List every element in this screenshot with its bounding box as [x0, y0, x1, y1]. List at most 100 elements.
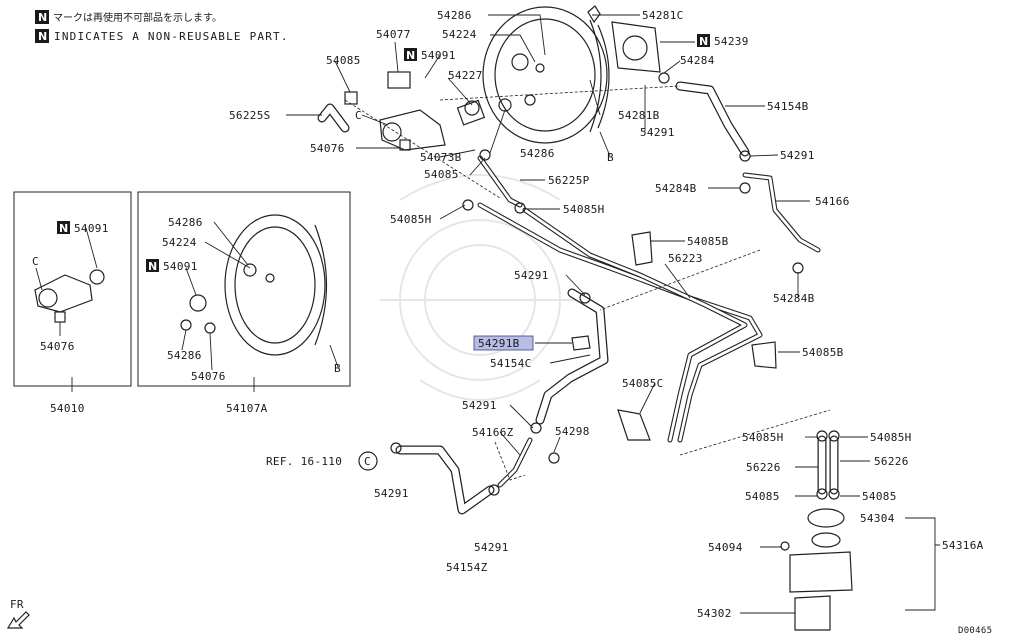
svg-text:INDICATES A NON-REUSABLE PART.: INDICATES A NON-REUSABLE PART. — [54, 30, 289, 43]
label-54291-b: 54291 — [780, 149, 815, 162]
label-54286-top: 54286 — [437, 9, 472, 22]
pipe-54166 — [742, 172, 821, 253]
master-cylinder-top — [344, 71, 486, 151]
box-54010 — [13, 191, 132, 387]
label-54291b: 54291B — [478, 337, 520, 350]
label-54073b: 54073B — [420, 151, 462, 164]
pipe-56223 — [477, 202, 763, 443]
check-valve-54281c — [587, 5, 601, 24]
label-code: D00465 — [958, 626, 992, 636]
highlight-54291b — [473, 335, 534, 351]
hose-54154z — [395, 445, 495, 515]
label-56226-b: 56226 — [874, 455, 909, 468]
label-54286-box2: 54286 — [167, 349, 202, 362]
label-b-top: B — [607, 151, 614, 164]
dashed-guides — [344, 85, 831, 481]
label-fr: FR — [10, 598, 24, 611]
hose-54154c — [535, 288, 609, 425]
label-54239: 54239 — [714, 35, 749, 48]
label-54291-e: 54291 — [374, 487, 409, 500]
label-54291-d: 54291 — [462, 399, 497, 412]
ref-circle — [358, 451, 378, 471]
label-54076-left: 54076 — [40, 340, 75, 353]
label-54085-c: 54085 — [745, 490, 780, 503]
label-54085-d: 54085 — [862, 490, 897, 503]
hoses-56226 — [817, 435, 839, 495]
fr-arrow-icon — [6, 611, 30, 629]
reservoir-54316a — [789, 508, 853, 631]
label-54076-box: 54076 — [191, 370, 226, 383]
label-54091-box: 54091 — [163, 260, 198, 273]
clamps — [390, 72, 840, 551]
label-54291-f: 54291 — [474, 541, 509, 554]
note-jp: N マークは再使用不可部品を示します。 — [35, 10, 222, 24]
label-54284-top: 54284 — [680, 54, 715, 67]
label-54085h-c: 54085H — [742, 431, 784, 444]
label-54085-b: 54085 — [424, 168, 459, 181]
bracket-54085b-lower — [751, 341, 777, 369]
label-54077: 54077 — [376, 28, 411, 41]
label-54085c: 54085C — [622, 377, 664, 390]
label-c-ref: C — [364, 455, 371, 468]
svg-text:N: N — [38, 30, 47, 43]
label-54085b-b: 54085B — [802, 346, 844, 359]
label-54085-a: 54085 — [326, 54, 361, 67]
label-54291-a: 54291 — [640, 126, 675, 139]
label-54076-top: 54076 — [310, 142, 345, 155]
label-54281b: 54281B — [618, 109, 660, 122]
label-54302: 54302 — [697, 607, 732, 620]
label-c-left: C — [32, 255, 39, 268]
label-ref: REF. 16-110 — [266, 455, 342, 468]
note-en: N INDICATES A NON-REUSABLE PART. — [35, 29, 289, 43]
label-54284b-a: 54284B — [655, 182, 697, 195]
label-56225p: 56225P — [548, 174, 590, 187]
label-56223: 56223 — [668, 252, 703, 265]
label-54085h-d: 54085H — [870, 431, 912, 444]
leader-lines — [35, 14, 940, 614]
label-56225s: 56225S — [229, 109, 271, 122]
hose-54154b — [675, 81, 750, 157]
label-54094: 54094 — [708, 541, 743, 554]
label-54010: 54010 — [50, 402, 85, 415]
hose-56225p — [477, 155, 523, 208]
svg-text:マークは再使用不可部品を示します。: マークは再使用不可部品を示します。 — [53, 11, 222, 24]
label-54154b: 54154B — [767, 100, 809, 113]
hose-56225s — [317, 103, 350, 133]
bracket-54085c — [617, 409, 651, 441]
watermark-emblem — [380, 174, 580, 401]
label-54284b-b: 54284B — [773, 292, 815, 305]
label-54304: 54304 — [860, 512, 895, 525]
label-54154c: 54154C — [490, 357, 532, 370]
bracket-54085b-upper — [631, 231, 653, 266]
label-56226-a: 56226 — [746, 461, 781, 474]
labels: 54286 54281C 54077 54224 N 54239 54085 N… — [6, 9, 992, 636]
label-54224-top: 54224 — [442, 28, 477, 41]
label-54154z: 54154Z — [446, 561, 488, 574]
label-54085h-b: 54085H — [563, 203, 605, 216]
label-54291-c: 54291 — [514, 269, 549, 282]
svg-text:N: N — [59, 222, 68, 235]
svg-text:N: N — [406, 49, 415, 62]
label-54107a: 54107A — [226, 402, 268, 415]
label-54091-top: 54091 — [421, 49, 456, 62]
hose-54166z — [497, 437, 533, 488]
brake-booster-main — [482, 6, 610, 144]
label-54085h-a: 54085H — [390, 213, 432, 226]
label-54091-left: 54091 — [74, 222, 109, 235]
label-c-top: C — [355, 109, 362, 122]
label-54085b-a: 54085B — [687, 235, 729, 248]
label-54166: 54166 — [815, 195, 850, 208]
svg-text:N: N — [38, 11, 47, 24]
label-54281c: 54281C — [642, 9, 684, 22]
label-b-box: B — [334, 362, 341, 375]
label-54286-box: 54286 — [168, 216, 203, 229]
label-54227: 54227 — [448, 69, 483, 82]
label-54224-box: 54224 — [162, 236, 197, 249]
booster-gasket-54239 — [611, 21, 661, 73]
label-54316a: 54316A — [942, 539, 984, 552]
svg-text:N: N — [148, 260, 157, 273]
box-54107a — [137, 191, 351, 387]
svg-text:N: N — [699, 35, 708, 48]
